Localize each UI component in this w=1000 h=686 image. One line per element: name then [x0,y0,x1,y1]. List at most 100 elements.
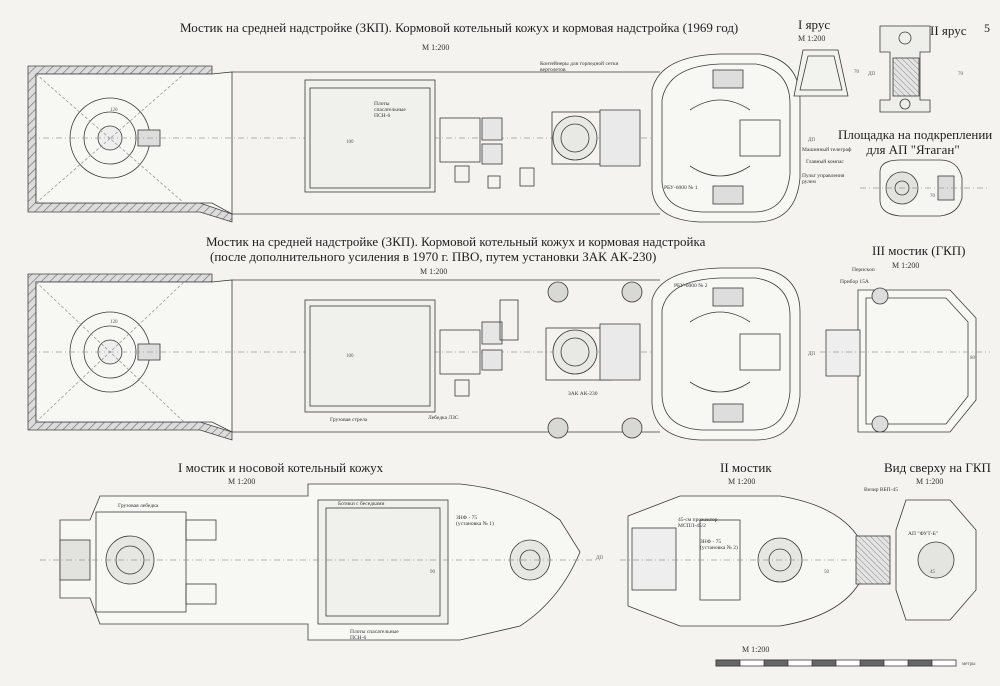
bottom-scale: М 1:200 [742,645,770,654]
mark-s2-100: 100 [346,354,354,359]
s1-rbu-bottom [712,185,744,205]
drawing-yatagan-platform [860,159,990,217]
s1-funnel-ring [552,115,598,161]
s2-funnel-core [560,337,590,367]
mark-s2-120: 120 [110,320,118,325]
note-rbu1: РБУ-6000 № 1 [664,185,698,191]
mark-s3-dp: ДП [596,556,604,561]
s2-aft-block [739,333,781,371]
gkp3-inner [865,297,969,425]
s2-ak230-mount-4 [621,417,643,439]
s2-rbu-top [712,287,744,307]
s2-aft-arc-bottom [689,381,751,393]
drawing-s2 [27,267,801,441]
note-rafts1: Плоты спасательные ПСН-6 [374,101,406,119]
note-znf1: ЗНФ - 75 (установка № 1) [456,515,494,527]
tier1-outline [793,49,849,97]
s4-well [631,527,677,591]
note-compass: Главный компас [806,159,844,165]
drawing-gkp-topview [855,499,977,621]
s2-equip-5 [499,299,519,341]
platform-title-line2: для АП "Ятаган" [866,142,960,157]
s2-equip-4 [454,379,470,397]
tier2-body [892,57,920,97]
note-helm: Пульт управления рулем [802,173,845,185]
drawing-s3 [40,483,600,641]
s3-forward-block [95,511,187,613]
note-periscope: Перископ [852,267,875,273]
scale-bar-seg-4 [859,659,885,667]
scale-bar-seg-2 [763,659,789,667]
s2-superstructure-inner [309,305,431,407]
note-cargo-winch: Грузовая лебедка [118,503,159,509]
topview-title: Вид сверху на ГКП [884,460,991,475]
s1-funnel-core [560,123,590,153]
note-ap-fut: АП "ФУТ-Б" [908,531,938,537]
scale-bar-seg-3 [811,659,837,667]
note-winch-lzs: Лебедка ЛЗС [428,415,459,421]
mark-topview-45: 45 [930,570,935,575]
note-telegraph: Машинный телеграф [802,147,852,153]
s1-rbu-top [712,69,744,89]
tier2-title: II ярус [930,23,967,38]
note-searchlight: 45-см прожектор МСПЛ-45/2 [678,517,718,529]
s1-diag-b [35,73,185,204]
topview-scale: М 1:200 [916,477,944,486]
s1-superstructure-inner [309,87,431,189]
s1-funnel-top [599,109,641,167]
mark-s2-dp: ДП [808,352,816,357]
s1-superstructure [304,79,436,193]
s2-ak230-mount-1 [547,281,569,303]
s3-side-block-2 [185,519,217,541]
note-znf2: ЗНФ - 75 (установка № 2) [700,539,738,551]
s2-title-line2: (после дополнительного усиления в 1970 г… [210,249,657,264]
s1-bridge-deck [35,71,233,215]
gkp3-device-bottom [871,415,889,433]
note-boom: Грузовая стрела [330,417,368,423]
s2-equip-1 [439,329,481,375]
gkp3-outline [857,289,977,433]
s2-scale: М 1:200 [420,267,448,276]
tier1-scale: М 1:200 [798,34,826,43]
s2-aft-arc-top [689,311,751,323]
s2-funnel-ring [552,329,598,375]
s1-equip-5 [487,175,501,189]
s3-boiler-inner [325,507,441,617]
mark-s1-120: 120 [110,108,118,113]
drawing-s4 [620,495,870,627]
mark-s4-50: 50 [824,570,829,575]
mark-tier1-70: 70 [854,70,859,75]
s2-aft-inner [661,277,791,431]
scale-bar-seg-5 [907,659,933,667]
mark-tier2-70: 70 [958,72,963,77]
tier2-hole-top [898,31,912,45]
note-rbu2: РБУ-6000 № 2 [674,283,708,289]
gkp3-device-top [871,287,889,305]
s1-equip-6 [519,167,535,187]
s2-aft-superstructure [651,267,801,441]
mark-gkp3-80: 80 [970,356,975,361]
s3-scale: М 1:200 [228,477,256,486]
s2-title-line1: Мостик на средней надстройке (ЗКП). Корм… [206,234,706,249]
s1-aft-superstructure [651,53,801,223]
s1-scale: М 1:200 [422,43,450,52]
mark-tier1-dp: ДП [868,72,876,77]
s1-title: Мостик на средней надстройке (ЗКП). Корм… [180,20,739,35]
scale-bar-seg-1 [715,659,741,667]
note-boats: Ботики с беседками [338,501,385,507]
mark-s3-90: 90 [430,570,435,575]
s1-equip-4 [454,165,470,183]
mark-s1-100: 100 [346,140,354,145]
s1-aft-block [739,119,781,157]
s3-boiler-casing [317,499,449,625]
s2-ak230-mount-3 [547,417,569,439]
s2-funnel-top [599,323,641,381]
note-sight: Визир ВБП-45 [864,487,898,493]
s1-diag-a [35,73,185,204]
s1-equip-1 [439,117,481,163]
note-containers: Контейнеры для торпедной сетки вертолето… [540,61,619,73]
s3-title: I мостик и носовой котельный кожух [178,460,384,475]
drawing-s1 [27,53,801,223]
